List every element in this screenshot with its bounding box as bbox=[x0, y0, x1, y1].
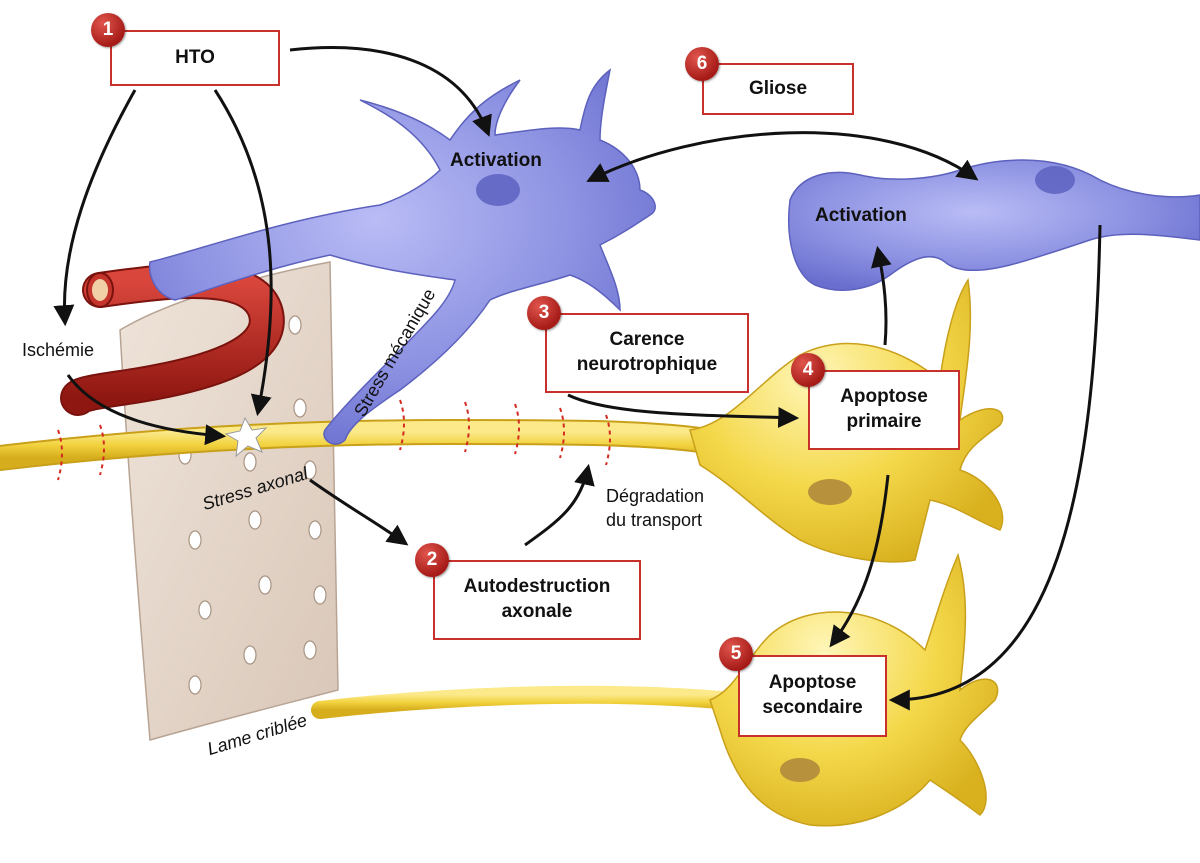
lower-axon bbox=[311, 685, 729, 719]
arrow-ischemie-to-stress bbox=[66, 374, 227, 446]
step-apoptose-primaire-box: Apoptose primaire bbox=[808, 370, 960, 450]
step-carence-box: Carence neurotrophique bbox=[545, 313, 749, 393]
step-hto-box: HTO bbox=[110, 30, 280, 86]
ischemie-label: Ischémie bbox=[22, 340, 95, 360]
stress-point-icon bbox=[224, 416, 268, 458]
step-autodestruction-label: Autodestruction axonale bbox=[463, 576, 611, 622]
step-gliose-label: Gliose bbox=[748, 77, 808, 99]
step-1-badge: 1 bbox=[91, 13, 125, 47]
step-6-badge: 6 bbox=[685, 47, 719, 81]
arrow-stress-to-autodestruction bbox=[309, 478, 409, 546]
arrow-carence-to-apoptose-primaire bbox=[567, 393, 800, 428]
step-apoptose-primaire-label: Apoptose primaire bbox=[840, 386, 928, 432]
arrow-hto-to-ischemie bbox=[53, 89, 137, 327]
arrow-apoptose-primaire-to-activation bbox=[870, 245, 892, 346]
activation-left-label: Activation bbox=[450, 150, 542, 171]
arrow-hto-to-stress bbox=[213, 89, 273, 417]
step-5-badge: 5 bbox=[719, 637, 753, 671]
arrow-activation-bidirectional bbox=[586, 131, 979, 182]
step-gliose-box: Gliose bbox=[702, 63, 854, 115]
step-4-badge: 4 bbox=[791, 353, 825, 387]
transport-degradation-markers bbox=[57, 399, 611, 481]
activation-right-label: Activation bbox=[815, 205, 907, 226]
step-2-badge: 2 bbox=[415, 543, 449, 577]
left-astrocyte bbox=[148, 68, 656, 445]
step-carence-label: Carence neurotrophique bbox=[576, 329, 718, 375]
arrow-autodestruction-to-degradation bbox=[524, 463, 595, 547]
step-apoptose-secondaire-box: Apoptose secondaire bbox=[738, 655, 887, 737]
arrow-apoptose-primaire-to-secondaire bbox=[829, 474, 890, 648]
arrow-hto-to-activation bbox=[289, 46, 492, 137]
step-autodestruction-box: Autodestruction axonale bbox=[433, 560, 641, 640]
step-hto-label: HTO bbox=[175, 46, 215, 68]
step-3-badge: 3 bbox=[527, 296, 561, 330]
degradation-line2-label: du transport bbox=[606, 510, 703, 530]
causal-arrows bbox=[53, 46, 1102, 711]
arrow-right-glia-to-secondaire bbox=[888, 224, 1102, 711]
degradation-line1-label: Dégradation bbox=[606, 486, 705, 506]
step-apoptose-secondaire-label: Apoptose secondaire bbox=[762, 672, 863, 718]
